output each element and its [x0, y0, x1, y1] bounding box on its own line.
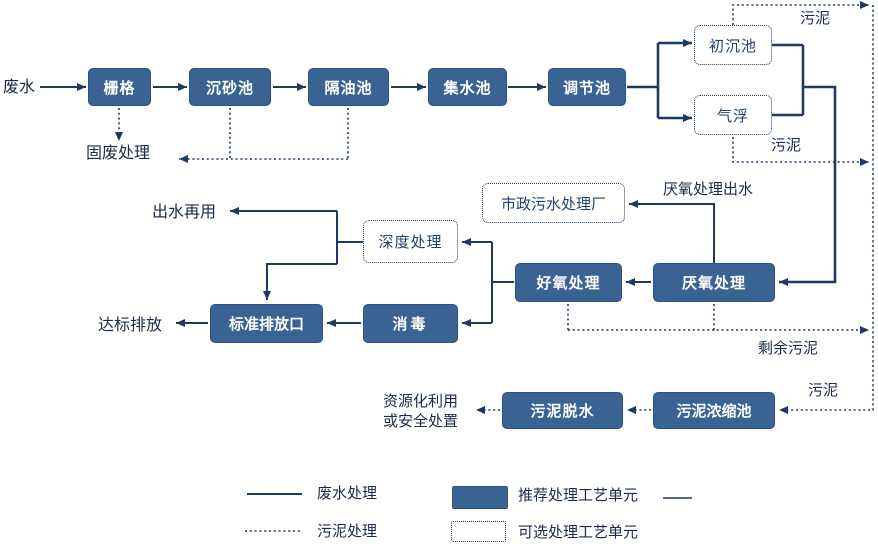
node-primary-sedimentation: 初沉池 [694, 25, 772, 65]
node-air-flotation: 气浮 [694, 95, 772, 135]
node-equalization-tank: 调节池 [548, 68, 626, 106]
arrow-primary-sludge [732, 1, 869, 25]
source-label: 废水 [3, 79, 36, 96]
arrow-merge-to-anaerobic [779, 85, 837, 286]
node-standard-outlet: 标准排放口 [210, 304, 323, 343]
node-collecting-tank: 集水池 [428, 68, 507, 106]
legend-label-recommended-unit: 推荐处理工艺单元 [518, 487, 639, 504]
legend-line-samples [245, 493, 692, 532]
legend-optional-swatch [451, 521, 506, 542]
node-oil-separator: 隔油池 [308, 68, 389, 106]
node-anaerobic-treatment: 厌氧处理 [653, 263, 775, 302]
legend-label-optional-unit: 可选处理工艺单元 [518, 524, 639, 541]
node-sludge-dewatering: 污泥脱水 [502, 392, 623, 429]
label-anaerobic-effluent: 厌氧处理出水 [663, 181, 754, 198]
arrow-anaerobic-to-municipal [629, 200, 715, 263]
legend-label-wastewater-line: 废水处理 [317, 485, 378, 502]
label-compliant-discharge: 达标排放 [98, 317, 163, 334]
label-resource-use-line1: 资源化利用 [383, 393, 459, 410]
node-municipal-plant: 市政污水处理厂 [482, 183, 625, 223]
node-advanced-treatment: 深度处理 [363, 220, 458, 263]
label-excess-sludge: 剩余污泥 [758, 340, 819, 357]
arrow-sludge-trunk-to-thickener [779, 5, 874, 414]
label-sludge-primary: 污泥 [800, 10, 831, 27]
legend-recommended-swatch [452, 486, 508, 509]
node-grid: 栅格 [88, 68, 151, 106]
label-resource-use-line2: 或安全处置 [383, 413, 459, 430]
node-disinfection: 消毒 [363, 304, 458, 343]
arrow-advanced-to-outlet [263, 263, 337, 300]
legend-label-sludge-line: 污泥处理 [317, 523, 378, 540]
label-sludge-flotation: 污泥 [771, 137, 802, 154]
sludge-flow-lines [115, 1, 874, 414]
wastewater-flow-lines [40, 39, 837, 327]
arrow-flotation-sludge [732, 137, 869, 166]
label-effluent-reuse: 出水再用 [152, 204, 217, 221]
node-sludge-thickener: 污泥浓缩池 [653, 392, 775, 429]
label-sludge-bottom: 污泥 [808, 382, 839, 399]
node-grit-chamber: 沉砂池 [189, 68, 271, 106]
node-aerobic-treatment: 好氧处理 [515, 263, 622, 302]
label-solid-waste: 固废处理 [86, 145, 151, 162]
label-resource-use: 资源化利用 或安全处置 [383, 392, 458, 432]
